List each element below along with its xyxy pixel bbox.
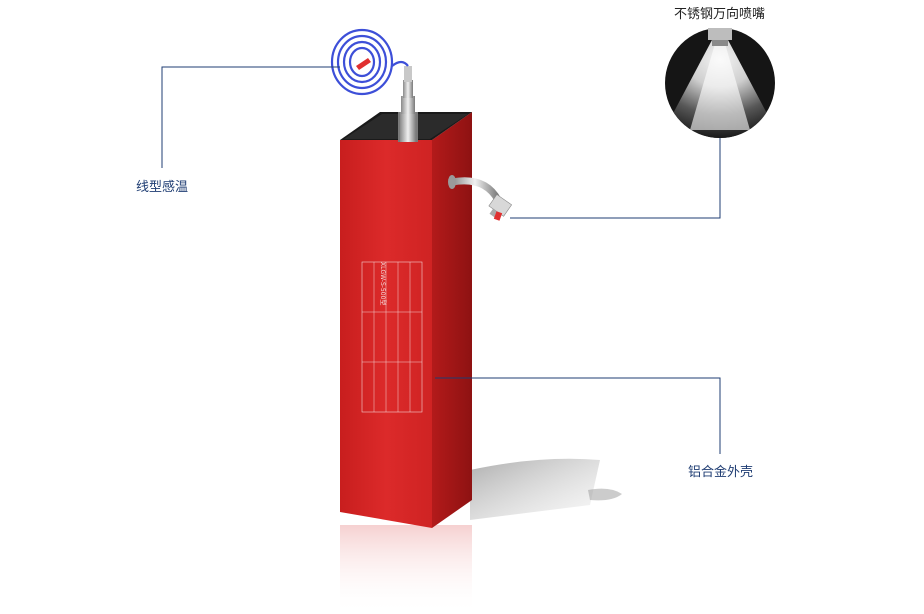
leader-shell [435, 377, 721, 454]
linear-heat-sensor-coil-icon [330, 28, 409, 96]
body-side-face [432, 112, 472, 528]
callout-linear-heat-sensor: 线型感温 [136, 180, 189, 195]
leader-sensor [161, 66, 340, 168]
callout-aluminum-shell: 铝合金外壳 [688, 465, 754, 480]
product-model-label: XLGW-S-500型 [379, 262, 386, 306]
floor-shadow-nozzle [588, 488, 622, 501]
product-label-plate [361, 261, 423, 413]
body-reflection [340, 525, 472, 614]
leader-lines [161, 66, 721, 454]
nozzle-spray-icon [665, 28, 775, 138]
floor-shadow [470, 458, 600, 520]
sensor-tip [356, 58, 371, 70]
callout-stainless-nozzle: 不锈钢万向喷嘴 [674, 7, 766, 22]
leader-nozzle [510, 138, 721, 219]
